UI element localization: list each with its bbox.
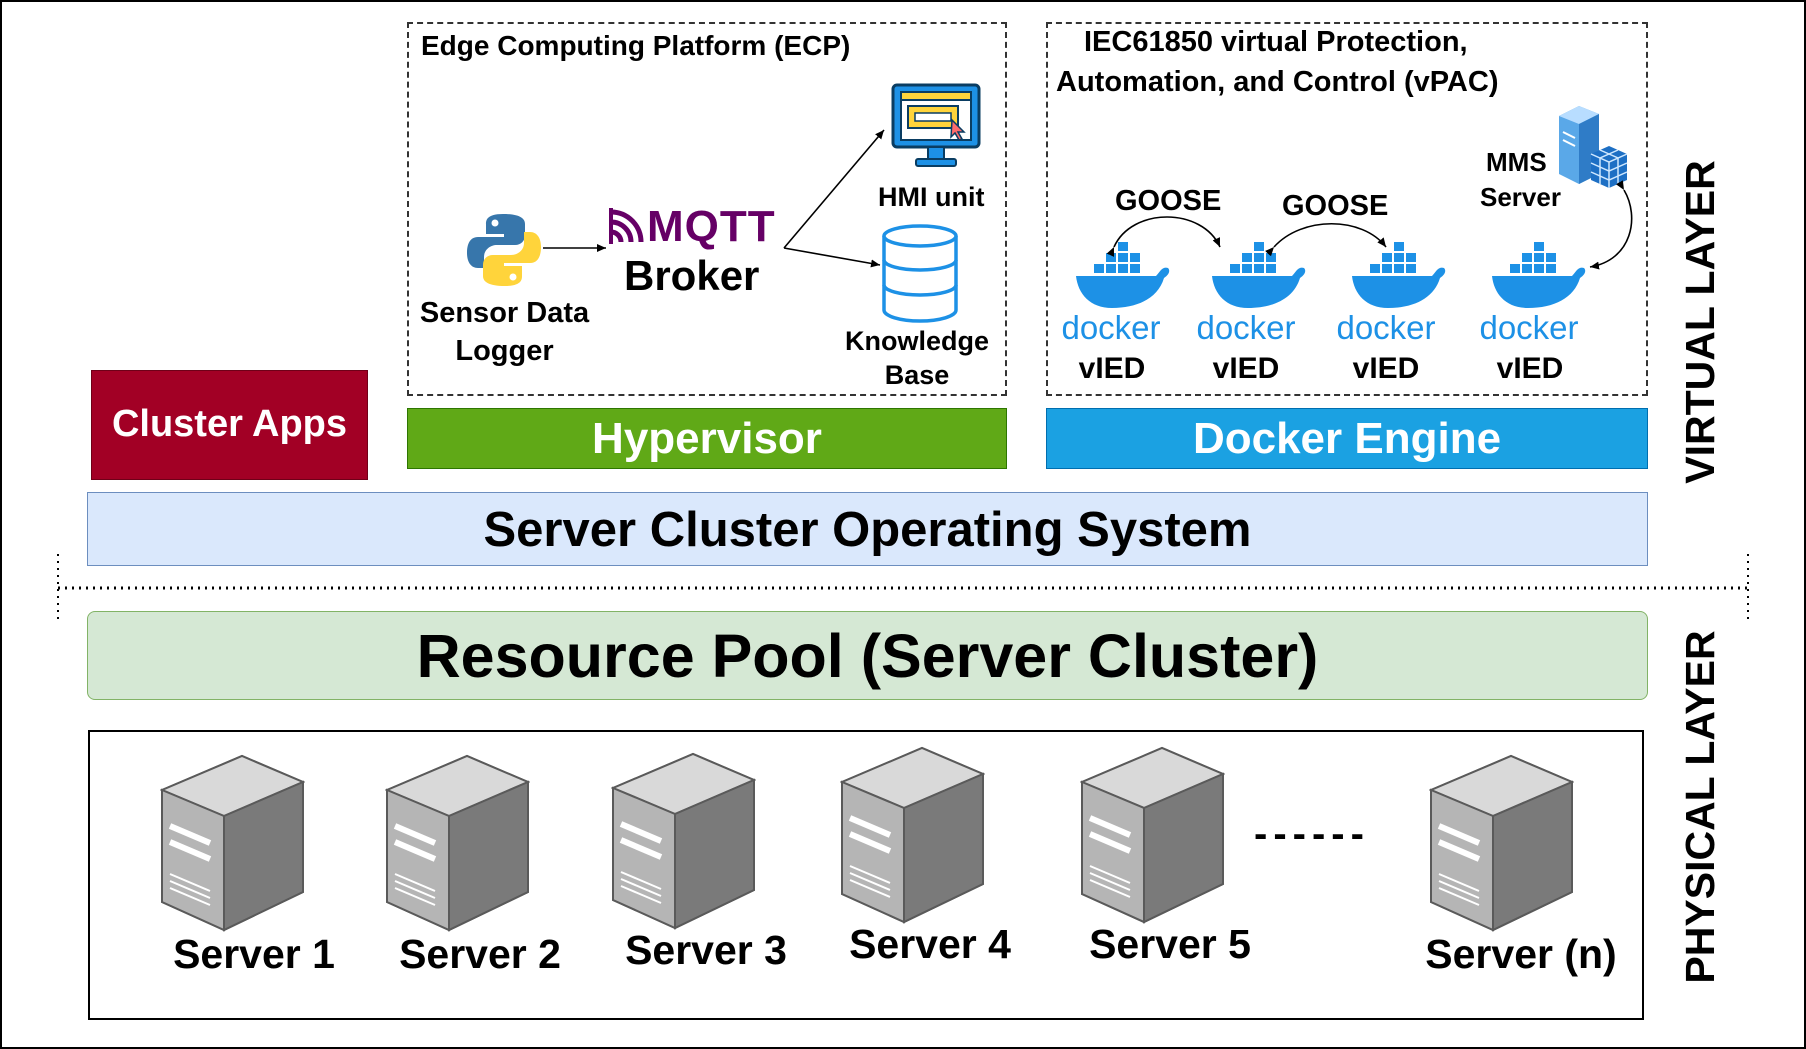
docker-engine-bar [1046, 408, 1648, 469]
vpac-title-line1: IEC61850 virtual Protection, [1084, 26, 1468, 58]
servers-ellipsis: ------ [1254, 812, 1370, 856]
sensor-logger-label-2: Logger [455, 335, 554, 367]
server-icon-4 [840, 746, 985, 924]
vied-label-3: vIED [1352, 352, 1420, 385]
docker-whale-icon-3 [1352, 242, 1446, 308]
server-icon-3 [611, 752, 756, 930]
database-icon [882, 224, 958, 323]
os-label: Server Cluster Operating System [483, 503, 1252, 557]
server-icon-1 [160, 754, 305, 932]
knowledge-base-label-2: Base [884, 360, 950, 390]
vied-label-4: vIED [1496, 352, 1564, 385]
hypervisor-bar [407, 408, 1007, 469]
server-label-3: Server 3 [625, 927, 787, 973]
vied-label-2: vIED [1212, 352, 1280, 385]
hmi-label: HMI unit [878, 182, 985, 212]
ecp-box [407, 22, 1007, 396]
cluster-apps-box [91, 370, 368, 480]
mqtt-logo-text: MQTT [647, 202, 776, 251]
goose-label-1: GOOSE [1115, 185, 1222, 217]
resource-pool-bar [87, 611, 1648, 700]
knowledge-base-label-1: Knowledge [844, 326, 989, 356]
docker-engine-label: Docker Engine [1192, 414, 1502, 463]
docker-whale-icon-1 [1076, 242, 1170, 308]
python-icon [467, 214, 541, 286]
servers-box [88, 730, 1644, 1020]
server-label-4: Server 4 [849, 921, 1011, 967]
mms-label-1: MMS [1486, 147, 1547, 177]
server-label-n: Server (n) [1425, 931, 1617, 977]
vpac-title-line2: Automation, and Control (vPAC) [1056, 66, 1499, 98]
server-icon-5 [1080, 746, 1225, 924]
hmi-monitor-icon [891, 83, 981, 167]
vpac-box [1046, 22, 1648, 396]
docker-word-1: docker [1061, 309, 1161, 346]
docker-whale-icon-2 [1212, 242, 1306, 308]
goose-label-2: GOOSE [1282, 190, 1389, 222]
sensor-logger-label-1: Sensor Data [419, 297, 590, 329]
virtual-layer-label: VIRTUAL LAYER [1677, 160, 1723, 484]
broker-label: Broker [624, 252, 760, 299]
docker-whale-icon-4 [1492, 242, 1586, 308]
ecp-title: Edge Computing Platform (ECP) [421, 30, 851, 61]
server-label-1: Server 1 [173, 931, 335, 977]
mms-server-icon [1559, 106, 1628, 188]
server-icon-n [1429, 754, 1574, 932]
docker-word-3: docker [1336, 309, 1436, 346]
cluster-apps-label: Cluster Apps [111, 403, 348, 445]
docker-word-2: docker [1196, 309, 1296, 346]
resource-pool-label: Resource Pool (Server Cluster) [416, 622, 1319, 690]
hypervisor-label: Hypervisor [592, 414, 822, 463]
server-label-5: Server 5 [1089, 921, 1251, 967]
server-label-2: Server 2 [399, 931, 561, 977]
docker-word-4: docker [1479, 309, 1579, 346]
physical-layer-label: PHYSICAL LAYER [1677, 630, 1723, 984]
mqtt-waves-icon [609, 208, 644, 244]
mms-label-2: Server [1480, 182, 1561, 212]
os-bar [87, 492, 1648, 566]
vied-label-1: vIED [1078, 352, 1146, 385]
server-icon-2 [385, 754, 530, 932]
